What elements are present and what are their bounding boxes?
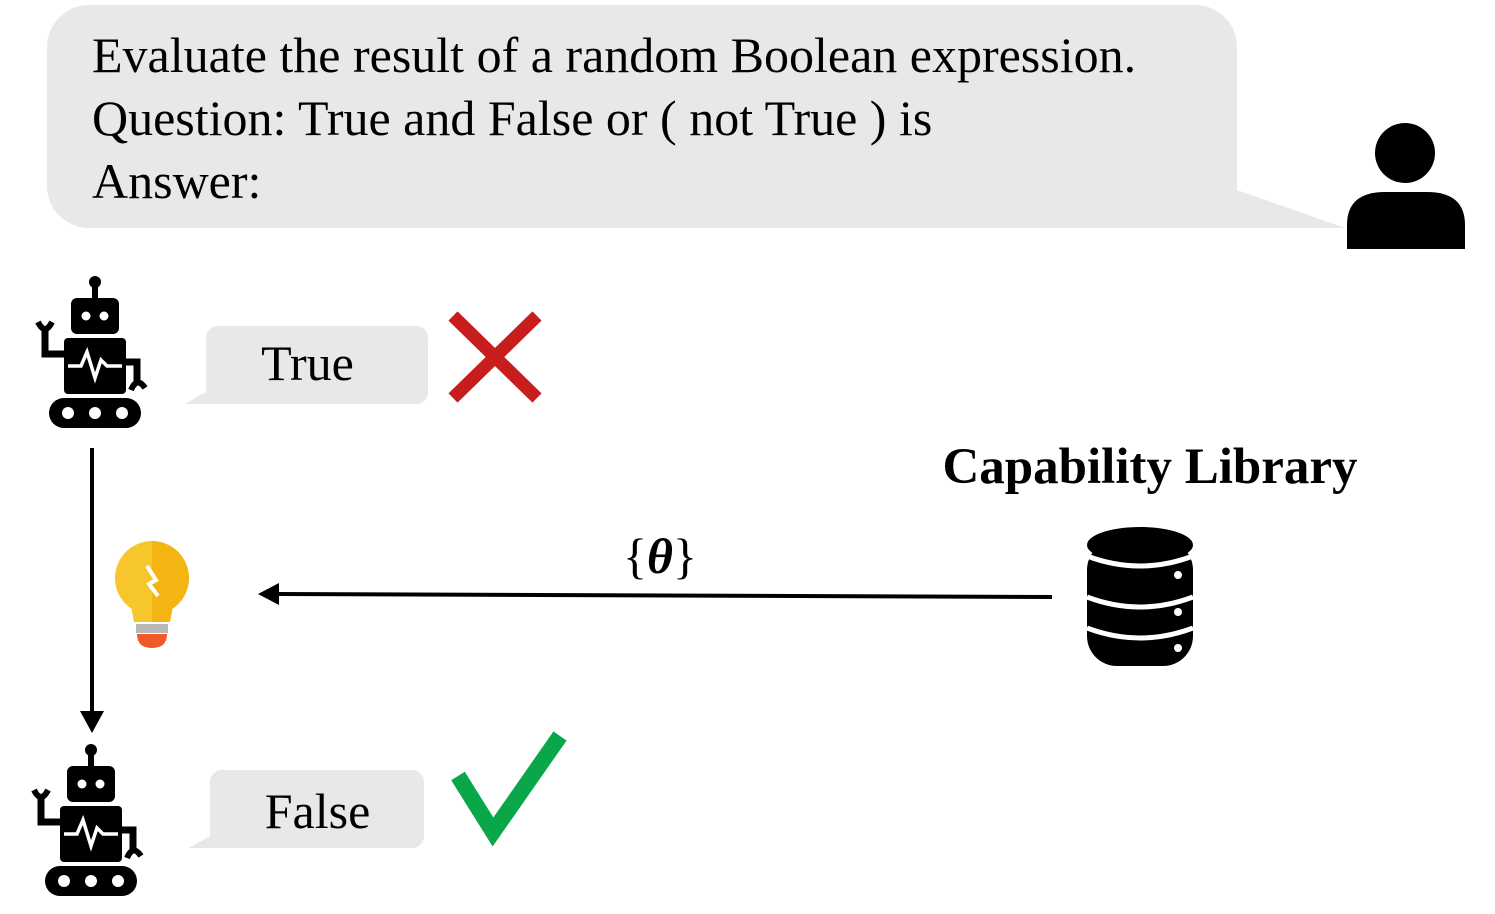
- prompt-text: Evaluate the result of a random Boolean …: [92, 24, 1232, 213]
- brace-open: {: [623, 528, 648, 584]
- database-icon: [1086, 527, 1194, 666]
- prompt-line-3: Answer:: [92, 153, 262, 209]
- library-arrow: [258, 583, 1053, 605]
- lightbulb-icon: [115, 541, 189, 648]
- theta-label: {θ}: [560, 526, 760, 586]
- brace-close: }: [672, 528, 697, 584]
- cross-icon: [448, 311, 542, 403]
- reply-bubble-false: [188, 770, 424, 848]
- prompt-line-2: Question: True and False or ( not True )…: [92, 90, 933, 146]
- robot-icon: [31, 744, 144, 896]
- prompt-bubble: [47, 5, 1345, 228]
- reply-bubble-true: [185, 326, 428, 404]
- user-icon: [1347, 123, 1465, 249]
- check-icon: [451, 731, 567, 847]
- reply-true-text: True: [261, 335, 354, 391]
- reply-false-text: False: [264, 783, 371, 839]
- robot-icon: [35, 276, 148, 428]
- capability-library-label: Capability Library: [942, 439, 1358, 495]
- prompt-line-1: Evaluate the result of a random Boolean …: [92, 27, 1137, 83]
- vertical-arrow: [80, 448, 104, 733]
- theta-symbol: θ: [647, 528, 673, 584]
